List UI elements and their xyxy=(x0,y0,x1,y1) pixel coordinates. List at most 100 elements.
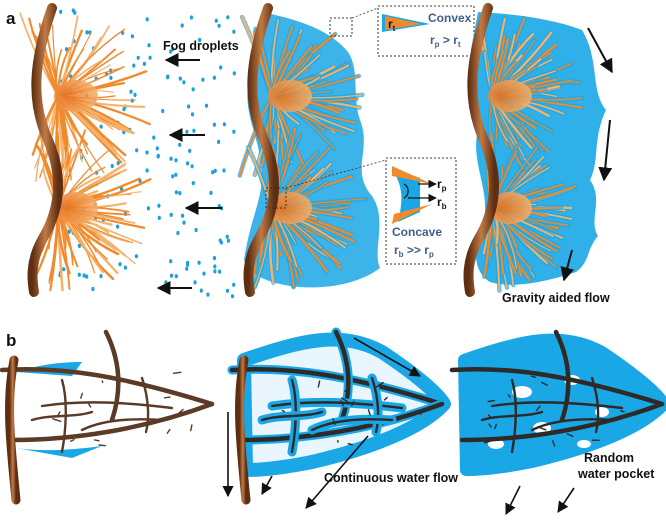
minor-vein xyxy=(80,418,164,432)
fog-droplet xyxy=(212,75,216,80)
fog-droplet xyxy=(119,186,124,192)
fog-droplet xyxy=(109,75,113,80)
concave-fiber-top xyxy=(392,166,432,184)
pocket-arrow-2 xyxy=(557,487,575,513)
concave-rp-label: rp xyxy=(437,177,447,193)
fog-droplet xyxy=(211,170,215,175)
fog-droplet xyxy=(171,174,175,179)
vein-branchlet xyxy=(535,405,541,412)
fog-droplet xyxy=(180,23,184,28)
stage-3-gravity-flow: Gravity aided flow xyxy=(463,3,613,305)
fog-droplet xyxy=(218,238,222,243)
minor-vein xyxy=(480,410,544,422)
fog-droplet xyxy=(199,288,203,293)
vein-branchlet xyxy=(87,402,92,408)
fog-droplet xyxy=(178,142,182,147)
fog-droplet xyxy=(185,129,189,134)
concave-meniscus xyxy=(392,168,420,222)
tuft-base xyxy=(488,80,532,112)
fog-droplet xyxy=(116,224,120,229)
panel-b-label: b xyxy=(6,331,16,350)
stage-1-dry-fiber: Fog droplets xyxy=(19,3,239,299)
fog-droplet xyxy=(145,17,149,22)
fog-droplet xyxy=(204,103,209,108)
vein-branchlet xyxy=(98,444,107,447)
fog-droplet xyxy=(181,213,185,218)
leaf-stem xyxy=(5,355,21,505)
flow-arrow-small xyxy=(261,475,273,495)
fog-droplet xyxy=(232,282,236,287)
fog-droplet xyxy=(213,269,217,274)
vein-branchlet xyxy=(552,440,556,447)
fog-droplet xyxy=(161,108,165,114)
vein-branchlet xyxy=(172,371,182,374)
convex-inset: rt Convex rp > rt xyxy=(377,5,475,57)
fog-droplet xyxy=(218,269,222,274)
fog-droplet xyxy=(135,148,139,153)
main-vein xyxy=(239,401,445,443)
fog-droplet xyxy=(219,65,223,70)
fog-droplet xyxy=(182,220,186,225)
vein-branchlet xyxy=(163,396,171,399)
fog-droplet xyxy=(190,112,195,117)
leaf-dry xyxy=(0,329,215,505)
main-vein xyxy=(553,329,571,423)
fog-droplet xyxy=(217,139,221,144)
fog-droplet xyxy=(169,259,173,264)
vein-branchlet xyxy=(190,424,193,432)
fog-droplet xyxy=(169,212,173,217)
fog-droplet xyxy=(116,161,120,166)
vein-branchlet xyxy=(530,375,537,378)
minor-vein xyxy=(30,410,94,422)
fog-droplet xyxy=(62,267,66,272)
fog-droplet xyxy=(129,89,133,94)
fog-droplet xyxy=(232,129,236,134)
vein-branchlet xyxy=(93,439,100,442)
minor-vein xyxy=(490,401,624,410)
vein-branchlet xyxy=(350,400,355,407)
fog-droplet xyxy=(59,9,63,14)
fog-droplet xyxy=(197,260,201,265)
convex-equation: rp > rt xyxy=(430,33,461,49)
fog-droplet xyxy=(178,191,182,196)
main-vein xyxy=(459,401,665,443)
panel-a-label: a xyxy=(6,9,16,28)
fog-droplet xyxy=(146,206,150,211)
fog-droplet xyxy=(82,273,86,278)
fog-droplet xyxy=(142,61,146,66)
vein-branchlet xyxy=(419,410,422,416)
continuous-flow-label: Continuous water flow xyxy=(324,471,458,485)
concave-fiber-bottom xyxy=(392,204,432,224)
fog-droplet xyxy=(169,49,173,54)
vein-branchlet xyxy=(487,399,496,403)
tuft-base xyxy=(268,192,312,224)
fog-droplet xyxy=(174,158,178,163)
fog-droplet xyxy=(193,280,197,285)
stem-3 xyxy=(463,3,499,297)
fog-droplet xyxy=(174,274,178,279)
concave-equation: rb >> rp xyxy=(394,243,434,259)
fog-droplet xyxy=(226,15,230,20)
fog-droplet xyxy=(166,74,170,79)
convex-rt-label: rt xyxy=(388,17,396,33)
panel-a: a Fog droplets xyxy=(6,3,613,305)
fog-droplet xyxy=(194,227,198,233)
fog-droplet xyxy=(164,280,168,285)
fog-droplet xyxy=(190,164,194,169)
vein-branchlet xyxy=(367,409,371,416)
fog-droplet xyxy=(225,234,229,239)
fog-droplet xyxy=(73,10,77,15)
fog-droplet xyxy=(189,15,193,20)
fog-droplet xyxy=(209,190,213,195)
fog-droplet xyxy=(230,294,235,299)
tuft-base xyxy=(54,192,98,224)
vein-branchlet xyxy=(344,387,351,392)
flow-arrow-right xyxy=(353,337,421,377)
water-pocket xyxy=(512,386,532,398)
fog-droplet xyxy=(188,148,192,153)
fog-droplet xyxy=(212,256,217,261)
fog-droplet xyxy=(99,124,103,129)
water-spot xyxy=(16,446,102,458)
convex-title: Convex xyxy=(428,11,472,25)
panel-b: b Continuous water flow Random water poc… xyxy=(0,327,666,516)
